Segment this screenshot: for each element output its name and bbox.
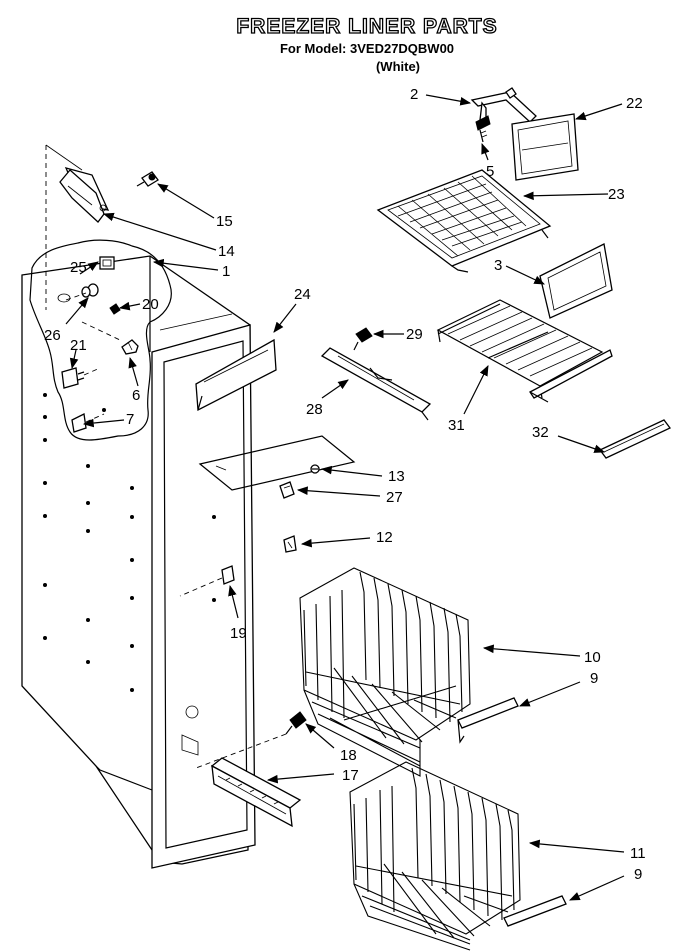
callout-6: 6: [132, 387, 140, 404]
callout-15: 15: [216, 213, 233, 230]
liner-side-holes: [43, 393, 216, 692]
callout-22: 22: [626, 95, 643, 112]
callout-10: 10: [584, 649, 601, 666]
callout-24: 24: [294, 286, 311, 303]
callout-26: 26: [44, 327, 61, 344]
wire-shelf-31: [436, 299, 613, 403]
bracket-6: [121, 339, 139, 355]
callout-1: 1: [222, 263, 230, 280]
callout-numbers: 2 5 22 23 3 15 14 1 25 20 26 21 6 7 24 2…: [44, 86, 646, 883]
shelf-front-32: [599, 419, 671, 459]
glass-panel-3: [539, 243, 613, 319]
thermostat-knob-26: [57, 283, 99, 303]
callout-12: 12: [376, 529, 393, 546]
model-line: For Model: 3VED27DQBW00: [280, 41, 454, 56]
callout-27: 27: [386, 489, 403, 506]
callout-19: 19: [230, 625, 247, 642]
basket-trim-9-upper: [457, 697, 519, 744]
drawer-track-17: [210, 757, 302, 828]
clip-12: [283, 535, 297, 553]
callout-2: 2: [410, 86, 418, 103]
callout-20: 20: [142, 296, 159, 313]
callout-28: 28: [306, 401, 323, 418]
callout-25: 25: [70, 259, 87, 276]
callout-18: 18: [340, 747, 357, 764]
callout-23: 23: [608, 186, 625, 203]
screw-18: [195, 711, 307, 769]
trim-piece-24: [195, 338, 277, 412]
connector-21: [61, 367, 101, 389]
page-title: FREEZER LINER PARTS: [236, 15, 497, 38]
callout-leaders: [65, 94, 625, 901]
callout-32: 32: [532, 424, 549, 441]
callout-14: 14: [218, 243, 235, 260]
cover-plate: [198, 435, 356, 491]
shelf-support-2: [470, 87, 537, 123]
callout-21: 21: [70, 337, 87, 354]
freezer-liner-part-1: [21, 145, 256, 869]
callout-3: 3: [494, 257, 502, 274]
callout-9-upper: 9: [590, 670, 598, 687]
bracket-27: [279, 481, 295, 499]
control-area-inset: [29, 239, 172, 441]
wire-basket-10: [299, 567, 471, 777]
wire-shelf-23: [376, 169, 552, 273]
glass-panel-22: [511, 113, 579, 181]
callout-29: 29: [406, 326, 423, 343]
shelf-rail-28: [320, 347, 432, 421]
screw-5: [475, 115, 491, 143]
callout-5: 5: [486, 163, 494, 180]
wire-basket-11: [349, 761, 521, 951]
basket-trim-9-lower: [503, 895, 567, 927]
light-shield-14: [45, 144, 110, 223]
color-line: (White): [376, 59, 420, 74]
callout-9-lower: 9: [634, 866, 642, 883]
callout-31: 31: [448, 417, 465, 434]
callout-17: 17: [342, 767, 359, 784]
screw-29: [353, 327, 373, 351]
screw-15: [136, 171, 159, 187]
callout-7: 7: [126, 411, 134, 428]
callout-13: 13: [388, 468, 405, 485]
rectangular-tag-25: [99, 256, 115, 270]
clip-19: [179, 565, 235, 597]
screw-13: [310, 464, 320, 474]
callout-11: 11: [630, 845, 646, 862]
